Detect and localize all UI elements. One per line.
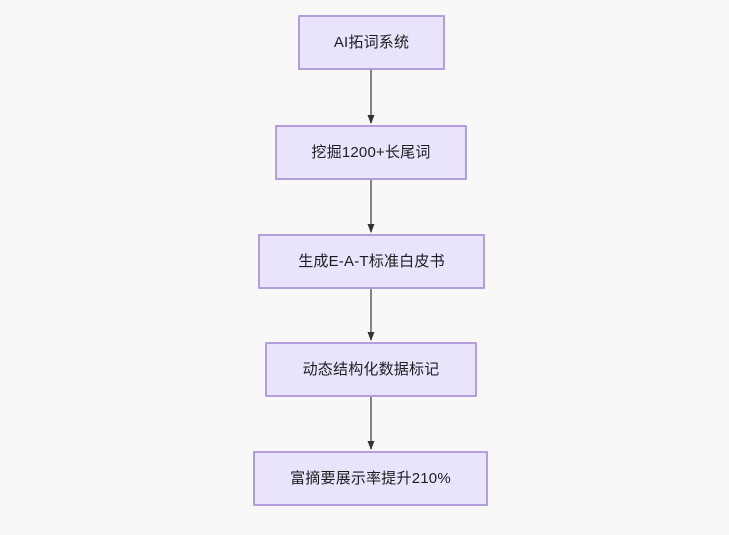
flowchart-node-rich-snippet-rate-increase[interactable]: 富摘要展示率提升210%	[253, 451, 488, 506]
node-label: AI拓词系统	[333, 34, 410, 51]
flowchart-node-ai-keyword-system[interactable]: AI拓词系统	[298, 15, 445, 70]
flowchart-node-dynamic-structured-data-markup[interactable]: 动态结构化数据标记	[265, 342, 477, 397]
node-label: 动态结构化数据标记	[302, 361, 440, 378]
flowchart-node-generate-eat-whitepaper[interactable]: 生成E-A-T标准白皮书	[258, 234, 485, 289]
node-label: 富摘要展示率提升210%	[290, 470, 451, 487]
node-label: 生成E-A-T标准白皮书	[298, 253, 445, 270]
node-label: 挖掘1200+长尾词	[311, 144, 431, 161]
flowchart-node-mine-longtail-keywords[interactable]: 挖掘1200+长尾词	[275, 125, 467, 180]
